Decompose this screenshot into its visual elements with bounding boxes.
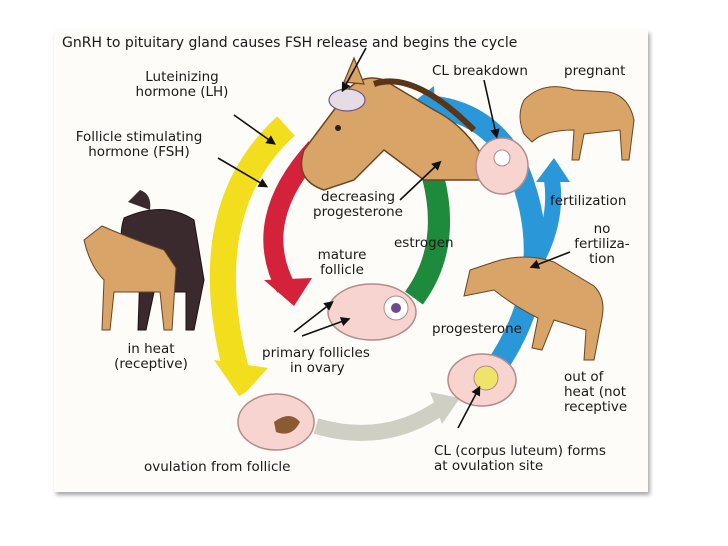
cl-forms-pointer <box>457 385 481 429</box>
mating-horses-icon <box>83 190 205 331</box>
gnrh-pointer <box>341 47 367 93</box>
out-of-heat-line-1: out of <box>564 369 604 385</box>
ovulation-to-cl-arrow <box>313 401 445 441</box>
out-of-heat-line-2: heat (not <box>564 384 627 400</box>
fertilization-arrow-head <box>536 158 570 182</box>
cl-forms-label: CL (corpus luteum) forms at ovulation si… <box>434 444 606 474</box>
no-fertilization-line-1: no <box>593 221 611 237</box>
in-heat-line-2: (receptive) <box>114 356 188 372</box>
fsh-label: Follicle stimulating hormone (FSH) <box>60 130 218 160</box>
fertilization-label: fertilization <box>550 193 627 209</box>
ovary-icon <box>237 137 529 451</box>
fsh-label-line-1: Follicle stimulating <box>75 129 203 145</box>
cl-breakdown-label: CL breakdown <box>432 63 528 79</box>
reproductive-cycle-diagram: GnRH to pituitary gland causes FSH relea… <box>54 30 648 492</box>
decreasing-progesterone-label: decreasing progesterone <box>300 190 416 220</box>
lh-label: Luteinizing hormone (LH) <box>132 70 232 100</box>
horse-head-icon <box>300 56 496 191</box>
pregnant-horse-icon <box>519 86 635 161</box>
in-heat-line-1: in heat <box>127 341 175 357</box>
no-fertilization-pointer <box>529 251 571 269</box>
cl-breakdown-pointer <box>483 79 500 139</box>
fsh-pointer <box>217 157 269 188</box>
mature-follicle-label: mature follicle <box>312 248 372 278</box>
primary-follicles-pointer-1 <box>293 301 334 333</box>
out-of-heat-label: out of heat (not receptive <box>564 370 627 415</box>
pregnant-label: pregnant <box>564 63 626 79</box>
primary-follicles-label: primary follicles in ovary <box>262 346 370 376</box>
decreasing-progesterone-pointer <box>399 160 442 201</box>
primary-follicles-line-1: primary follicles <box>262 345 370 361</box>
cl-forms-line-2: at ovulation site <box>434 458 544 474</box>
diagram-art <box>83 47 635 451</box>
cl-forms-line-1: CL (corpus luteum) forms <box>434 443 606 459</box>
lh-arrow-head <box>214 360 268 396</box>
ovulation-label: ovulation from follicle <box>144 459 291 475</box>
no-fertilization-line-3: tion <box>589 251 615 267</box>
progesterone-label: progesterone <box>432 321 522 337</box>
lh-cycle-arrow <box>209 116 295 374</box>
primary-follicles-line-2: in ovary <box>290 360 345 376</box>
lh-label-line-1: Luteinizing <box>145 69 219 85</box>
no-fertilization-label: no fertiliza- tion <box>570 222 634 267</box>
out-of-heat-line-3: receptive <box>564 399 628 415</box>
estrogen-label: estrogen <box>394 235 454 251</box>
no-fertilization-line-2: fertiliza- <box>574 236 630 252</box>
mature-follicle-line-2: follicle <box>320 262 364 278</box>
fsh-arrow-head <box>264 278 312 306</box>
decreasing-progesterone-line-2: progesterone <box>313 204 403 220</box>
lh-label-line-2: hormone (LH) <box>135 84 229 100</box>
in-heat-label: in heat (receptive) <box>106 342 196 372</box>
fsh-label-line-2: hormone (FSH) <box>88 144 190 160</box>
decreasing-progesterone-line-1: decreasing <box>320 189 396 205</box>
ovulation-to-cl-arrow-head <box>430 392 460 424</box>
lh-pointer <box>233 114 276 145</box>
primary-follicles-pointer-2 <box>301 317 351 337</box>
mature-follicle-line-1: mature <box>317 247 367 263</box>
diagram-title: GnRH to pituitary gland causes FSH relea… <box>62 35 518 51</box>
kicking-horse-icon <box>463 256 604 361</box>
